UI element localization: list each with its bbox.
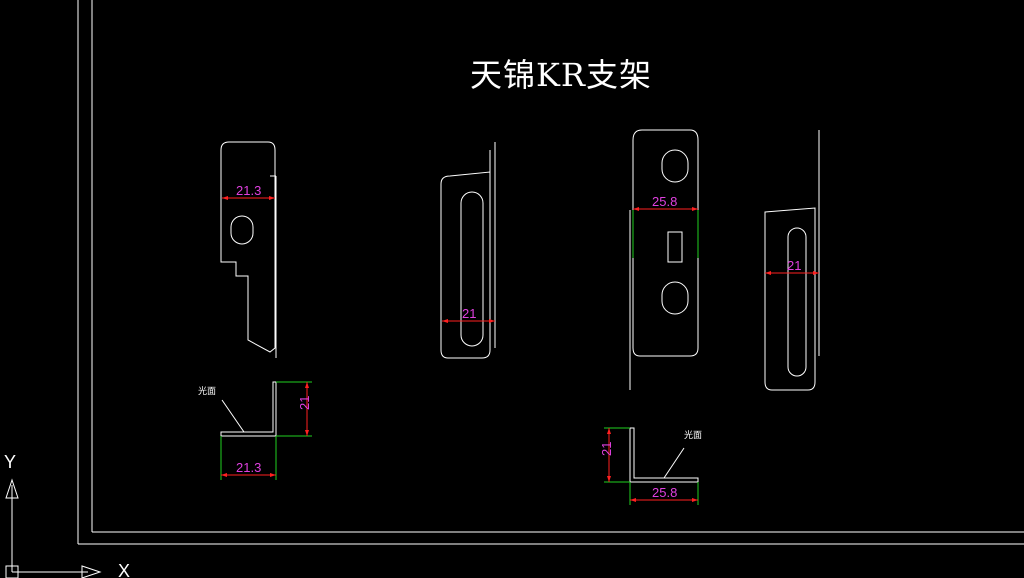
drawing-frame	[77, 0, 1024, 545]
bracket-part-b[interactable]	[440, 142, 496, 359]
section-b-height-label: 21	[599, 442, 614, 456]
section-a-height-label: 21	[297, 396, 312, 410]
section-a-note: 光面	[198, 385, 216, 397]
section-b-width-label: 25.8	[652, 485, 677, 500]
drawing-title: 天锦KR支架	[470, 56, 653, 94]
part-d-width-label: 21	[787, 258, 801, 273]
dimension-part-a: 21.3	[222, 183, 275, 200]
ucs-x-label: X	[118, 561, 130, 578]
part-c-width-label: 25.8	[652, 194, 677, 209]
section-b-note: 光面	[684, 429, 702, 441]
bracket-part-c[interactable]	[629, 129, 699, 390]
part-a-width-label: 21.3	[236, 183, 261, 198]
bracket-part-a[interactable]	[220, 141, 277, 358]
section-a-profile[interactable]	[220, 381, 277, 437]
section-b-dimensions: 光面 21 25.8	[599, 427, 702, 505]
dimension-part-d: 21	[765, 258, 819, 275]
ucs-icon	[5, 478, 102, 578]
bracket-part-d[interactable]	[764, 130, 820, 391]
section-a-width-label: 21.3	[236, 460, 261, 475]
ucs-y-label: Y	[4, 452, 16, 472]
section-a-dimensions: 光面 21 21.3	[198, 381, 312, 480]
dimension-part-b: 21	[442, 306, 495, 323]
dimension-part-c: 25.8	[633, 194, 698, 211]
part-b-width-label: 21	[462, 306, 476, 321]
